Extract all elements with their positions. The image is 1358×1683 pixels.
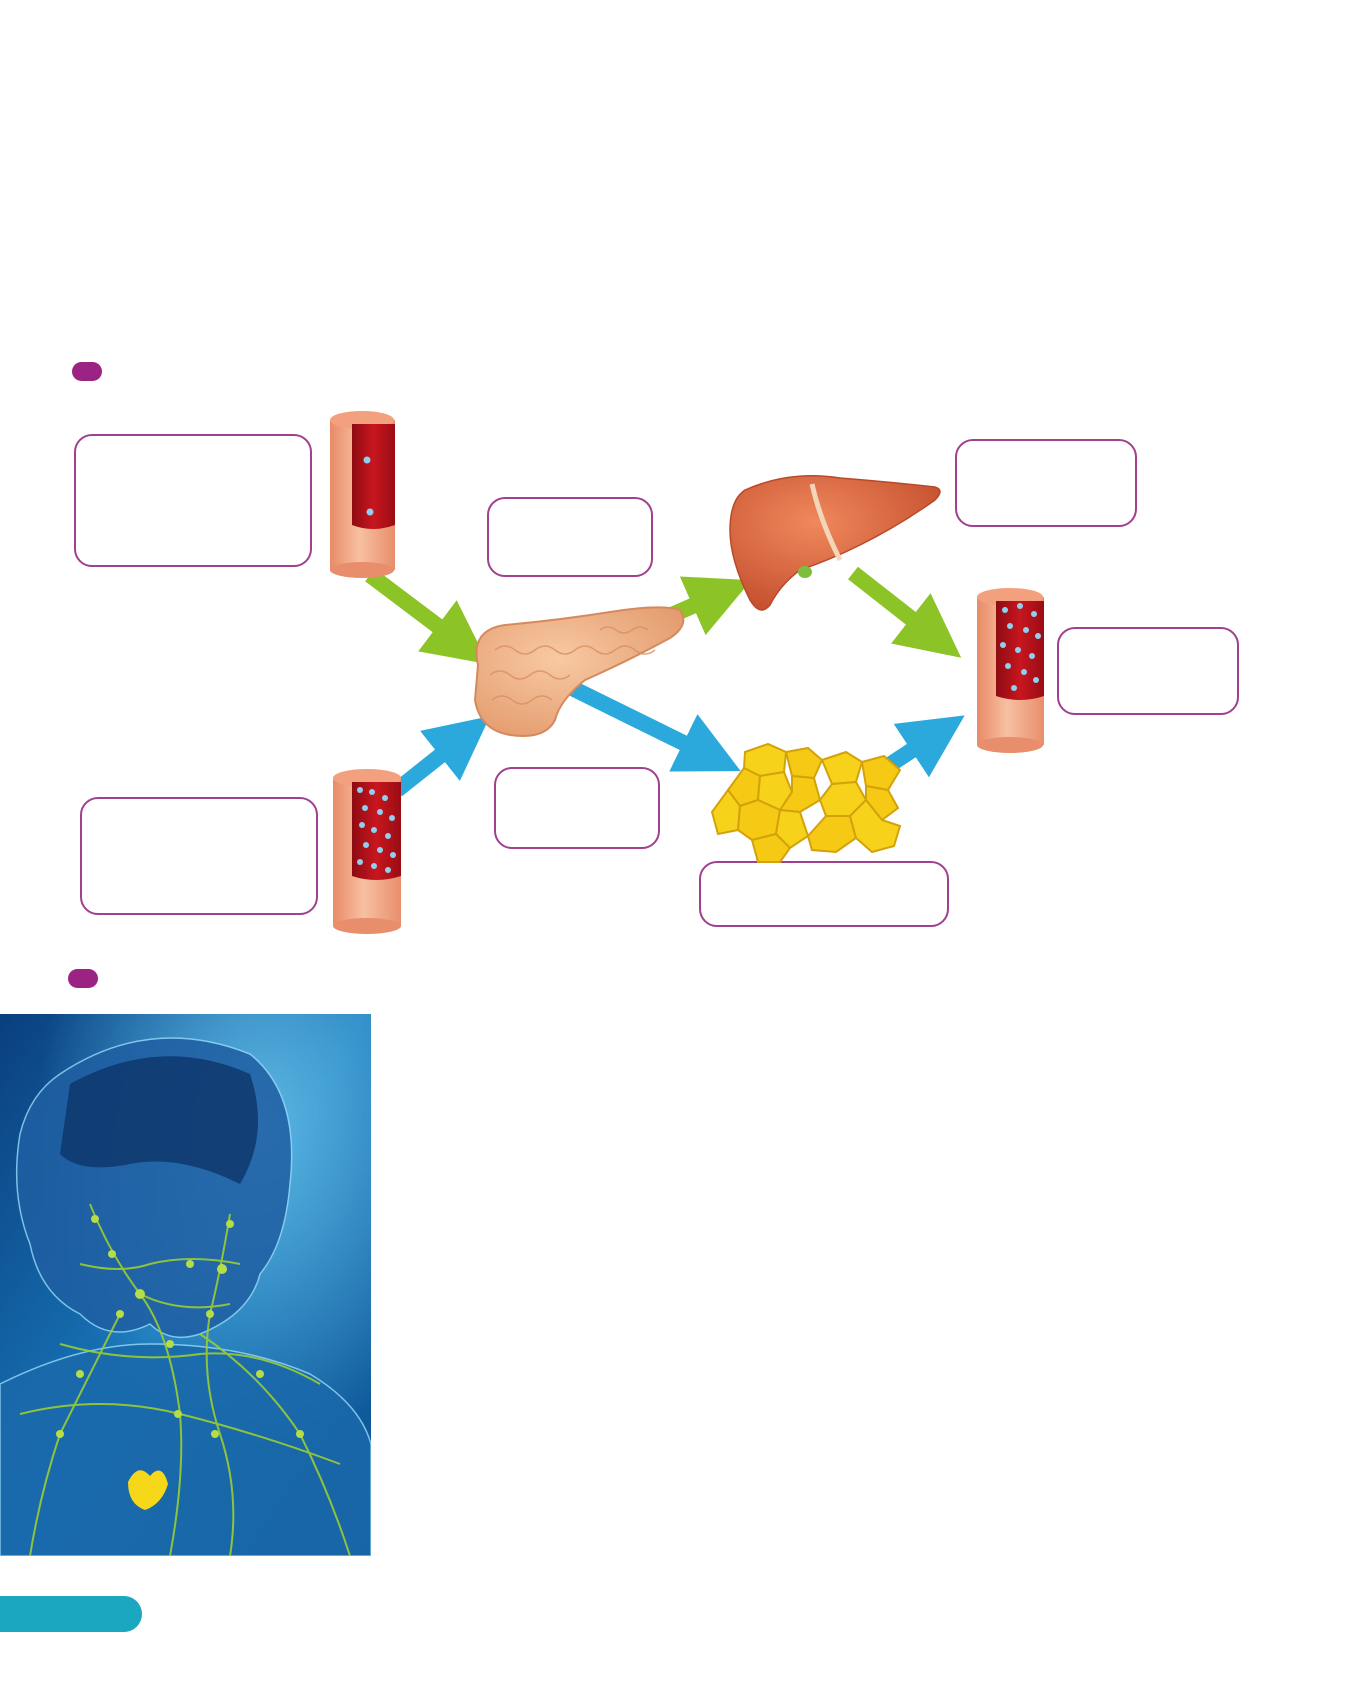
arrow-liver-to-vessel	[853, 573, 936, 638]
arrow-pancreas-to-fat	[572, 688, 712, 757]
arrow-vessel-to-pancreas	[370, 575, 463, 645]
lymphatic-system-illustration	[0, 1014, 371, 1556]
arrow-fat-to-vessel	[888, 733, 938, 766]
adipose-tissue-icon	[712, 744, 900, 862]
liver-icon	[730, 476, 940, 610]
diagram-artwork	[0, 0, 1358, 1000]
arrow-vessel-to-pancreas-blue	[397, 736, 465, 790]
blood-vessel-few-glucose-icon	[330, 411, 395, 578]
blood-vessel-many-glucose-icon	[977, 588, 1044, 753]
blood-vessel-many-glucose-icon	[333, 769, 401, 934]
page-footer-tab	[0, 1596, 142, 1632]
pancreas-icon	[475, 607, 683, 736]
